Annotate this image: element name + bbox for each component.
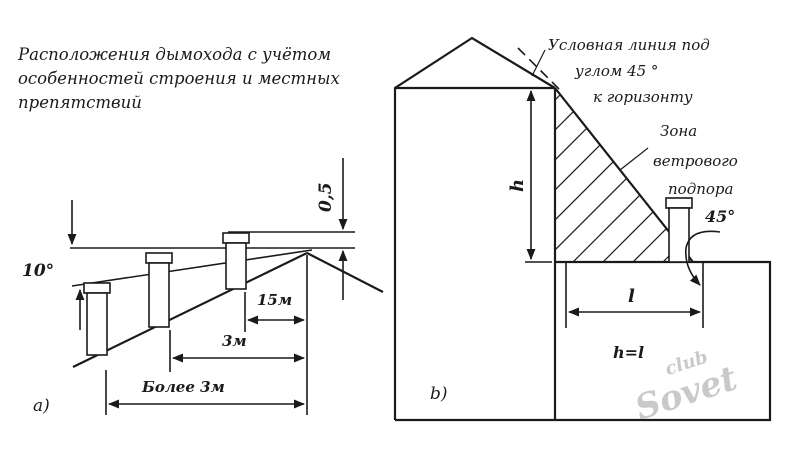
zone-line-3: подпора — [668, 180, 733, 198]
annotation-line-1: Условная линия под — [548, 36, 710, 54]
panel-a-label: a) — [33, 396, 50, 416]
ten-degree-line — [71, 249, 313, 287]
zone-line-1: Зона — [660, 122, 697, 140]
equation-label: h=l — [613, 343, 644, 362]
zone-line-2: ветрового — [653, 152, 738, 170]
dim-more-3m-label: Более 3м — [141, 378, 225, 396]
diagram-a: 10° 0,5 15м 3м Более 3м a) — [22, 158, 384, 416]
dim-3m-label: 3м — [222, 332, 247, 350]
caption: Расположения дымохода с учётом особеннос… — [17, 45, 340, 112]
roof-slope-left — [72, 252, 308, 368]
annotation-line-3: к горизонту — [593, 88, 693, 106]
zone-leader — [619, 147, 649, 171]
building-outline — [393, 36, 556, 420]
angle-10-label: 10° — [22, 261, 54, 281]
chimney-b — [665, 197, 693, 263]
diagram-b: h l 45° Условная линия под углом 45 ° к … — [393, 36, 772, 422]
annotation-line-2: углом 45 ° — [574, 62, 658, 80]
caption-line-2: особенностей строения и местных — [18, 69, 340, 88]
caption-line-1: Расположения дымохода с учётом — [17, 45, 331, 64]
roof-slope-right — [306, 252, 384, 293]
angle-45-label: 45° — [705, 207, 735, 226]
annotation-leader — [531, 49, 546, 77]
dashed-extension — [517, 47, 564, 94]
h-label: h — [507, 179, 528, 192]
l-label: l — [628, 286, 635, 307]
chimney-3 — [222, 232, 250, 290]
caption-line-3: препятствий — [18, 93, 142, 112]
chimney-1 — [83, 282, 111, 356]
height-05-label: 0,5 — [316, 182, 336, 212]
dim-15m-label: 15м — [257, 291, 292, 309]
chimney-2 — [145, 252, 173, 328]
panel-b-label: b) — [430, 384, 448, 404]
angle-arc — [684, 230, 721, 286]
